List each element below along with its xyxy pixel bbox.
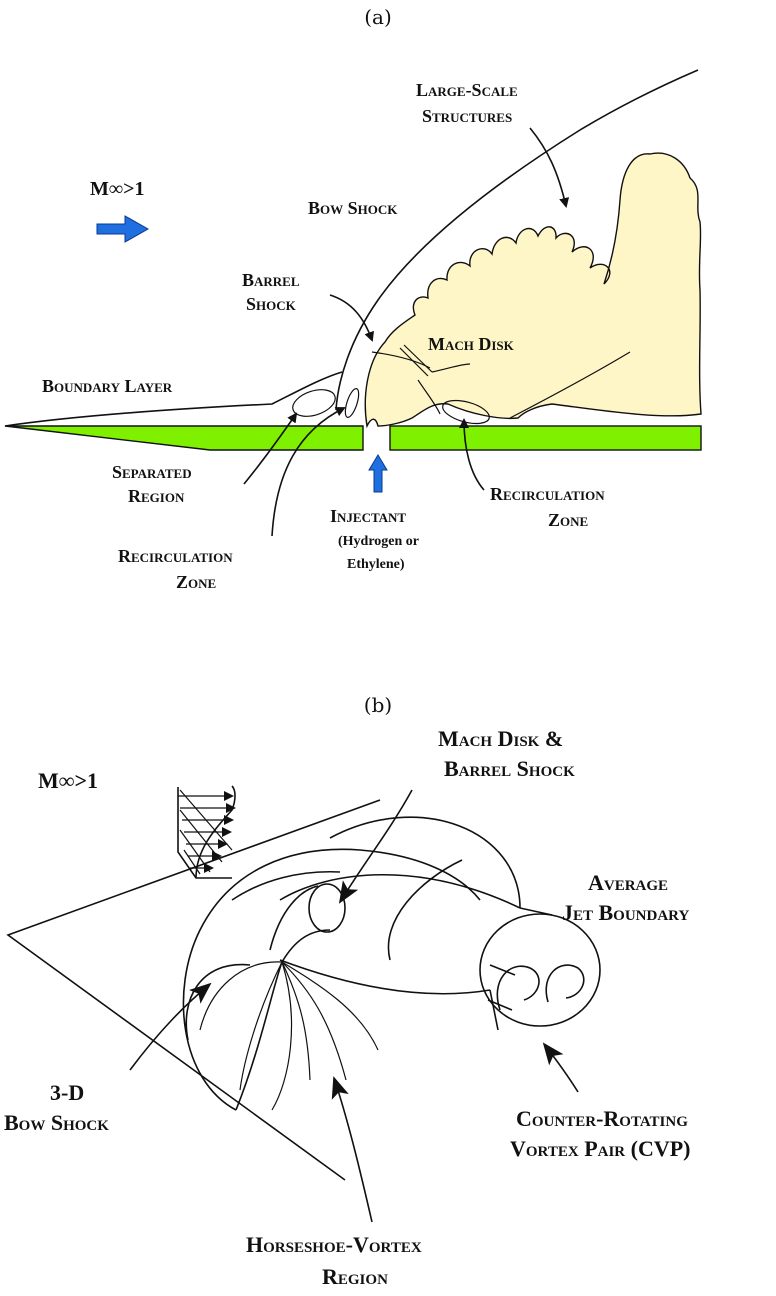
bow3d-label-1: 3-D bbox=[50, 1080, 84, 1105]
large-scale-label-1: Large-Scale bbox=[416, 80, 518, 100]
barrel-pointer bbox=[329, 294, 374, 342]
horseshoe-label-2: Region bbox=[322, 1264, 388, 1289]
mach-disk-b-label-1: Mach Disk & bbox=[438, 726, 563, 751]
panel-a-mach-label: M∞>1 bbox=[90, 178, 145, 200]
separated-label-1: Separated bbox=[112, 462, 192, 482]
jet-bulge bbox=[329, 816, 521, 909]
bow-shock-curve bbox=[335, 69, 699, 411]
cvp-pointer bbox=[542, 1042, 579, 1093]
bow-shock-dome bbox=[182, 848, 481, 1111]
horseshoe-lines bbox=[199, 961, 379, 1111]
velocity-profile-frame bbox=[177, 787, 232, 879]
cvp-label-2: Vortex Pair (CVP) bbox=[510, 1136, 691, 1161]
jet-boundary-top bbox=[279, 874, 521, 909]
jet-boundary-outer bbox=[387, 859, 463, 961]
mach-disk-pointer bbox=[338, 789, 413, 904]
recirc-right-pointer bbox=[459, 418, 485, 491]
avg-jet-label-1: Average bbox=[588, 870, 668, 895]
panel-b-caption: (b) bbox=[364, 693, 392, 717]
injectant-arrow bbox=[368, 454, 388, 493]
cvp-rolls bbox=[479, 907, 601, 1031]
mach-disk-b-label-2: Barrel Shock bbox=[444, 756, 575, 781]
barrel-cylinder-cap bbox=[308, 883, 346, 933]
bow3d-label-2: Bow Shock bbox=[4, 1110, 109, 1135]
avg-jet-label-2: Jet Boundary bbox=[562, 900, 689, 925]
boundary-layer-label: Boundary Layer bbox=[42, 376, 173, 396]
panel-b-mach-label: M∞>1 bbox=[38, 768, 98, 793]
horseshoe-label-1: Horseshoe-Vortex bbox=[246, 1232, 422, 1257]
bow3d-pointer bbox=[129, 982, 212, 1071]
large-scale-label-2: Structures bbox=[422, 106, 512, 126]
recirc-right-label-2: Zone bbox=[548, 510, 588, 530]
injectant-sub-1: (Hydrogen or bbox=[338, 534, 419, 549]
cvp-label-1: Counter-Rotating bbox=[516, 1106, 688, 1131]
barrel-label-1: Barrel bbox=[242, 270, 300, 290]
flat-plate-right bbox=[389, 425, 702, 451]
freestream-arrow bbox=[96, 215, 150, 243]
panel-a: (a) M∞>1 Large-Scale Structures Bow Shoc… bbox=[4, 5, 702, 592]
large-scale-pointer bbox=[529, 127, 570, 208]
velocity-profile-arrows bbox=[178, 789, 236, 875]
barrel-label-2: Shock bbox=[246, 294, 297, 314]
separated-pointer bbox=[243, 412, 298, 485]
injectant-label: Injectant bbox=[330, 506, 406, 526]
recirc-right-label-1: Recirculation bbox=[490, 484, 605, 504]
horseshoe-pointer bbox=[331, 1076, 373, 1223]
jet-plume bbox=[364, 152, 702, 429]
plate-outline bbox=[6, 799, 381, 1181]
panel-a-caption: (a) bbox=[364, 5, 392, 29]
flat-plate-left bbox=[4, 425, 364, 451]
recirc-left-ellipse bbox=[344, 388, 360, 418]
bow-shock-label: Bow Shock bbox=[308, 198, 398, 218]
mach-disk-line bbox=[403, 344, 433, 373]
recirc-left-label-1: Recirculation bbox=[118, 546, 233, 566]
separated-region-ellipse bbox=[292, 389, 336, 417]
mach-disk-label: Mach Disk bbox=[428, 334, 515, 354]
recirc-left-label-2: Zone bbox=[176, 572, 216, 592]
boundary-layer-edge bbox=[4, 371, 343, 427]
recirc-left-pointer bbox=[271, 407, 346, 537]
panel-b: (b) M∞>1 bbox=[4, 693, 691, 1289]
separated-label-2: Region bbox=[128, 486, 185, 506]
injectant-sub-2: Ethylene) bbox=[347, 557, 405, 572]
